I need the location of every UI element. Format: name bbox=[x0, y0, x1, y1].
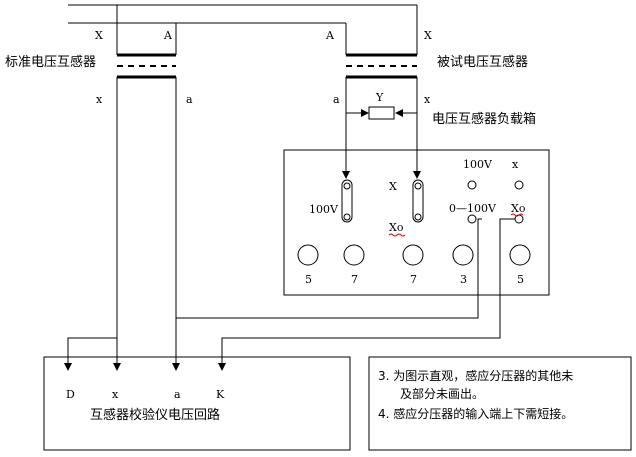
terminal-100v bbox=[467, 180, 477, 190]
calibrator-box: D x a K 互感器校验仪电压回路 bbox=[43, 356, 351, 451]
notes-box: 3. 为图示直观，感应分压器的其他未 及部分未画出。 4. 感应分压器的输入端上… bbox=[368, 356, 632, 451]
burden-box: Y 电压互感器负载箱 bbox=[346, 91, 536, 127]
std-terminal-X: X bbox=[95, 29, 103, 42]
secondary-wires bbox=[113, 77, 421, 371]
label-Xo-right: Xo bbox=[511, 202, 526, 215]
divider-box: 100V X Xo 100V x 0—100V Xo 5 7 7 3 5 bbox=[283, 149, 550, 296]
test-transformer: 被试电压互感器 A X a x bbox=[325, 29, 528, 106]
terminal-D: D bbox=[66, 388, 75, 401]
std-terminal-A: A bbox=[163, 29, 173, 42]
note-line-1: 3. 为图示直观，感应分压器的其他未 bbox=[378, 368, 573, 383]
knob-label: 5 bbox=[305, 273, 312, 286]
test-terminal-x: x bbox=[424, 93, 431, 106]
knob bbox=[452, 244, 474, 266]
note-line-3: 4. 感应分压器的输入端上下需短接。 bbox=[378, 406, 573, 421]
burden-box-title: 电压互感器负载箱 bbox=[432, 111, 536, 127]
test-terminal-A: A bbox=[325, 29, 335, 42]
knob-label: 3 bbox=[460, 273, 467, 286]
return-wires bbox=[64, 218, 515, 371]
test-terminal-X: X bbox=[424, 29, 432, 42]
standard-transformer: 标准电压互感器 X A x a bbox=[5, 29, 193, 106]
jumper-X bbox=[412, 179, 424, 223]
terminal-x bbox=[514, 180, 524, 190]
standard-transformer-title: 标准电压互感器 bbox=[5, 54, 96, 70]
label-0-100v: 0—100V bbox=[449, 202, 497, 215]
test-transformer-title: 被试电压互感器 bbox=[437, 54, 528, 70]
label-Xo-left: Xo bbox=[389, 221, 404, 234]
std-terminal-a: a bbox=[186, 93, 193, 106]
jumper-100v bbox=[341, 179, 353, 223]
knob-label: 7 bbox=[351, 273, 358, 286]
terminal-a: a bbox=[174, 388, 181, 401]
label-X: X bbox=[389, 180, 397, 193]
knob bbox=[343, 244, 365, 266]
test-terminal-a: a bbox=[333, 93, 340, 106]
knob bbox=[509, 244, 531, 266]
knob-label: 7 bbox=[410, 273, 417, 286]
burden-label-Y: Y bbox=[375, 91, 384, 104]
knob bbox=[297, 244, 319, 266]
calibrator-title: 互感器校验仪电压回路 bbox=[90, 407, 220, 423]
terminal-0-100v bbox=[467, 214, 477, 224]
knob bbox=[402, 244, 424, 266]
terminal-K: K bbox=[216, 388, 225, 401]
top-wires bbox=[68, 4, 418, 55]
knob-label: 5 bbox=[517, 273, 524, 286]
note-line-2: 及部分未画出。 bbox=[400, 386, 484, 401]
std-terminal-x: x bbox=[96, 93, 103, 106]
terminal-x: x bbox=[112, 388, 119, 401]
label-100v-right: 100V bbox=[463, 158, 493, 171]
label-x-right: x bbox=[512, 158, 519, 171]
label-100v-left: 100V bbox=[309, 203, 339, 216]
burden-resistor bbox=[368, 106, 395, 120]
